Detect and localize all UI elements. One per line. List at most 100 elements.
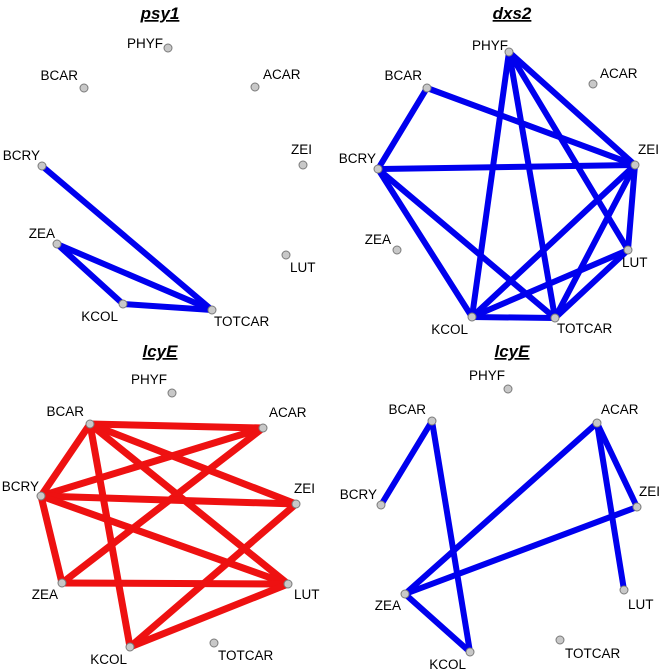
edge-bcry-zei [37,492,300,508]
edge-layer [39,163,215,313]
node-phyf [503,384,513,394]
edge-bcar-bcry [378,418,435,508]
node-bcry [373,164,383,174]
edge-layer [37,420,300,651]
edge-acar-lut [594,420,627,593]
edge-acar-zei [594,420,640,510]
edge-zei-kcol [126,500,300,651]
node-lut [281,250,291,260]
node-label-totcar: TOTCAR [214,314,270,329]
edge-layer [378,418,640,655]
edge-bcry-kcol [375,166,475,320]
edge-kcol-lut [126,580,292,651]
node-label-zea: ZEA [32,587,58,602]
node-bcar [79,83,89,93]
node-acar [592,418,602,428]
node-label-zei: ZEI [639,484,660,499]
node-label-kcol: KCOL [90,652,127,667]
node-lut [283,579,293,589]
node-label-lut: LUT [622,255,648,270]
edge-bcar-zei [424,85,638,168]
edge-zei-kcol [469,162,638,320]
node-label-zei: ZEI [638,142,659,157]
panel-title: psy1 [140,4,180,23]
edge-bcar-kcol [429,418,473,655]
panel-title: lcyE [143,342,179,361]
node-zea [57,578,67,588]
node-kcol [118,299,128,309]
node-acar [588,79,598,89]
node-label-totcar: TOTCAR [218,648,274,663]
node-label-zei: ZEI [291,142,312,157]
node-bcar [85,419,95,429]
node-phyf [167,388,177,398]
node-lut [619,585,629,595]
edge-zea-kcol [54,241,126,307]
node-label-lut: LUT [290,260,316,275]
node-label-bcar: BCAR [384,68,422,83]
node-label-kcol: KCOL [429,657,466,672]
node-label-acar: ACAR [601,402,639,417]
node-label-kcol: KCOL [431,322,468,337]
node-label-phyf: PHYF [472,38,508,53]
node-totcar [207,305,217,315]
node-totcar [209,638,219,648]
panel-title: dxs2 [493,4,532,23]
edge-kcol-totcar [469,314,558,321]
edge-acar-bcry [37,424,267,500]
node-label-bcry: BCRY [3,148,40,163]
node-acar [258,423,268,433]
edge-layer [375,49,638,321]
edge-kcol-totcar [120,301,215,313]
edge-bcry-zea [37,492,66,587]
node-label-acar: ACAR [269,405,307,420]
node-label-acar: ACAR [600,66,638,81]
edge-lut-totcar [552,247,631,321]
node-kcol [125,642,135,652]
node-zei [632,502,642,512]
node-label-zea: ZEA [29,226,55,241]
edge-zea-kcol [402,591,473,655]
node-label-bcar: BCAR [40,68,78,83]
node-label-bcar: BCAR [46,404,84,419]
edge-zei-zea [402,504,640,597]
node-zei [291,499,301,509]
node-zea [52,239,62,249]
edge-bcar-kcol [86,420,134,651]
node-totcar [550,313,560,323]
node-zei [298,160,308,170]
node-bcry [36,491,46,501]
node-label-phyf: PHYF [131,372,167,387]
edge-zea-lut [58,579,292,588]
node-label-totcar: TOTCAR [557,321,613,336]
edge-bcry-totcar [39,163,215,313]
node-zea [392,245,402,255]
node-label-phyf: PHYF [469,368,505,383]
node-label-kcol: KCOL [81,309,118,324]
node-bcry [376,500,386,510]
edge-bcar-bcry [37,420,94,500]
edge-bcar-bcry [375,85,430,172]
node-kcol [467,312,477,322]
node-zea [400,589,410,599]
node-label-zea: ZEA [375,598,401,613]
edge-phyf-kcol [469,49,512,320]
node-phyf [504,47,514,57]
edge-phyf-totcar [506,49,558,321]
node-label-lut: LUT [294,587,320,602]
node-label-totcar: TOTCAR [565,646,621,661]
node-label-lut: LUT [628,597,654,612]
edge-bcry-lut [37,492,292,588]
edge-lut-kcol [469,247,631,320]
node-phyf [163,43,173,53]
node-label-zei: ZEI [294,481,315,496]
edge-bcar-acar [86,420,267,432]
node-label-phyf: PHYF [127,36,163,51]
node-label-acar: ACAR [263,67,301,82]
